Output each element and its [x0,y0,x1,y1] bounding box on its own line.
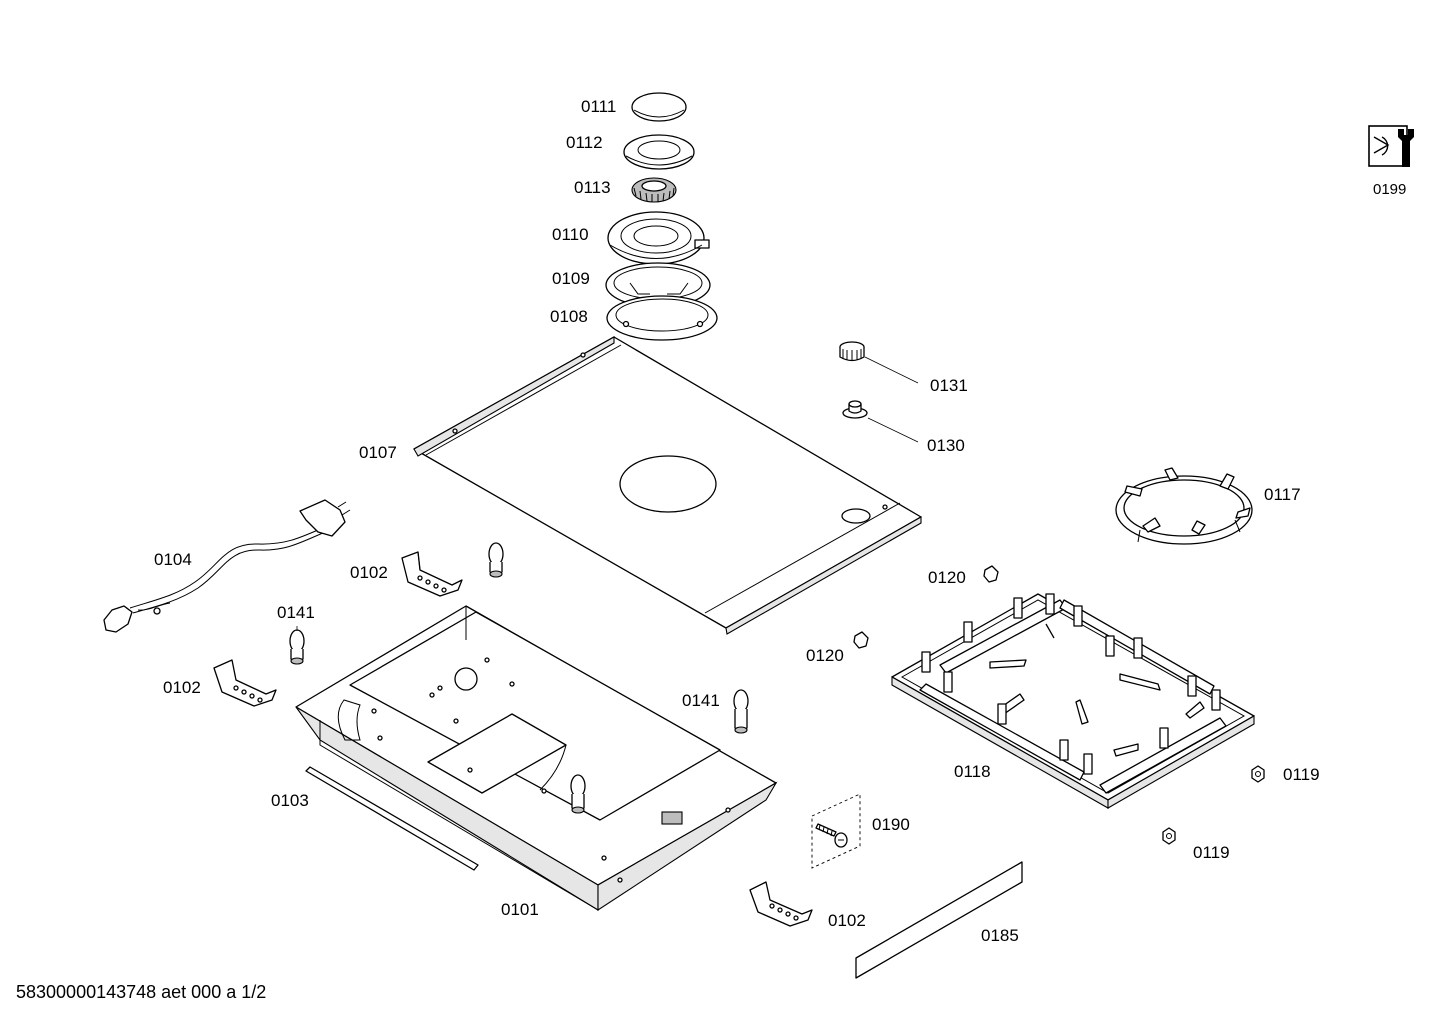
rubber-foot-top [488,542,504,578]
label-0108: 0108 [550,307,588,326]
burner-base [607,211,710,265]
label-0130: 0130 [927,436,965,455]
mounting-clamp-bottom [749,881,813,927]
label-0101: 0101 [501,900,539,919]
service-icon-box [1368,125,1418,169]
knob-adapter [842,400,868,419]
label-0119-upper: 0119 [1283,765,1320,784]
control-knob [839,341,865,362]
seal-strip [305,766,479,871]
bottom-housing [295,605,778,912]
label-0120-lower: 0120 [806,646,844,665]
pan-support-grid [891,593,1255,809]
label-0107: 0107 [359,443,397,462]
document-id: 58300000143748 aet 000 a 1/2 [16,982,267,1002]
label-0103: 0103 [271,791,309,810]
rubber-foot-center [570,774,586,814]
label-0141-right: 0141 [682,691,720,710]
grid-clip-lower [853,631,869,649]
leader-line-0130 [867,417,919,443]
service-icon-caption: 0199 [1373,181,1407,198]
rubber-foot-right [733,689,749,734]
flame-spreader-ring [623,134,695,170]
grid-clip-upper [983,565,999,583]
label-0109: 0109 [552,269,590,288]
label-0102-bottom: 0102 [828,911,866,930]
mounting-clamp-left [213,659,277,707]
grid-foot-nut-upper [1251,765,1265,783]
burner-crown [631,177,677,203]
label-0110: 0110 [552,225,589,244]
rating-plate-strip [855,861,1023,979]
label-0112: 0112 [566,133,603,152]
label-0102-top: 0102 [350,563,388,582]
label-0117: 0117 [1264,485,1301,504]
label-0119-lower: 0119 [1193,843,1230,862]
grid-foot-nut-lower [1162,827,1176,845]
burner-cap [631,92,687,122]
wrench-service-icon [1368,125,1414,167]
label-0104: 0104 [154,550,192,569]
burner-gasket [606,295,718,341]
hob-top-plate [413,336,922,635]
power-cord [103,499,351,633]
screw-set [811,793,861,869]
label-0141-left: 0141 [277,603,315,622]
label-0111: 0111 [581,97,617,116]
label-0190: 0190 [872,815,910,834]
label-0118: 0118 [954,762,991,781]
leader-line-0131 [864,356,919,384]
mounting-clamp-top [401,551,463,597]
wok-ring [1115,467,1253,545]
label-0185: 0185 [981,926,1019,945]
label-0131: 0131 [930,376,968,395]
label-0102-left: 0102 [163,678,201,697]
rubber-foot-left [289,629,305,665]
label-0120-upper: 0120 [928,568,966,587]
label-0113: 0113 [574,178,611,197]
